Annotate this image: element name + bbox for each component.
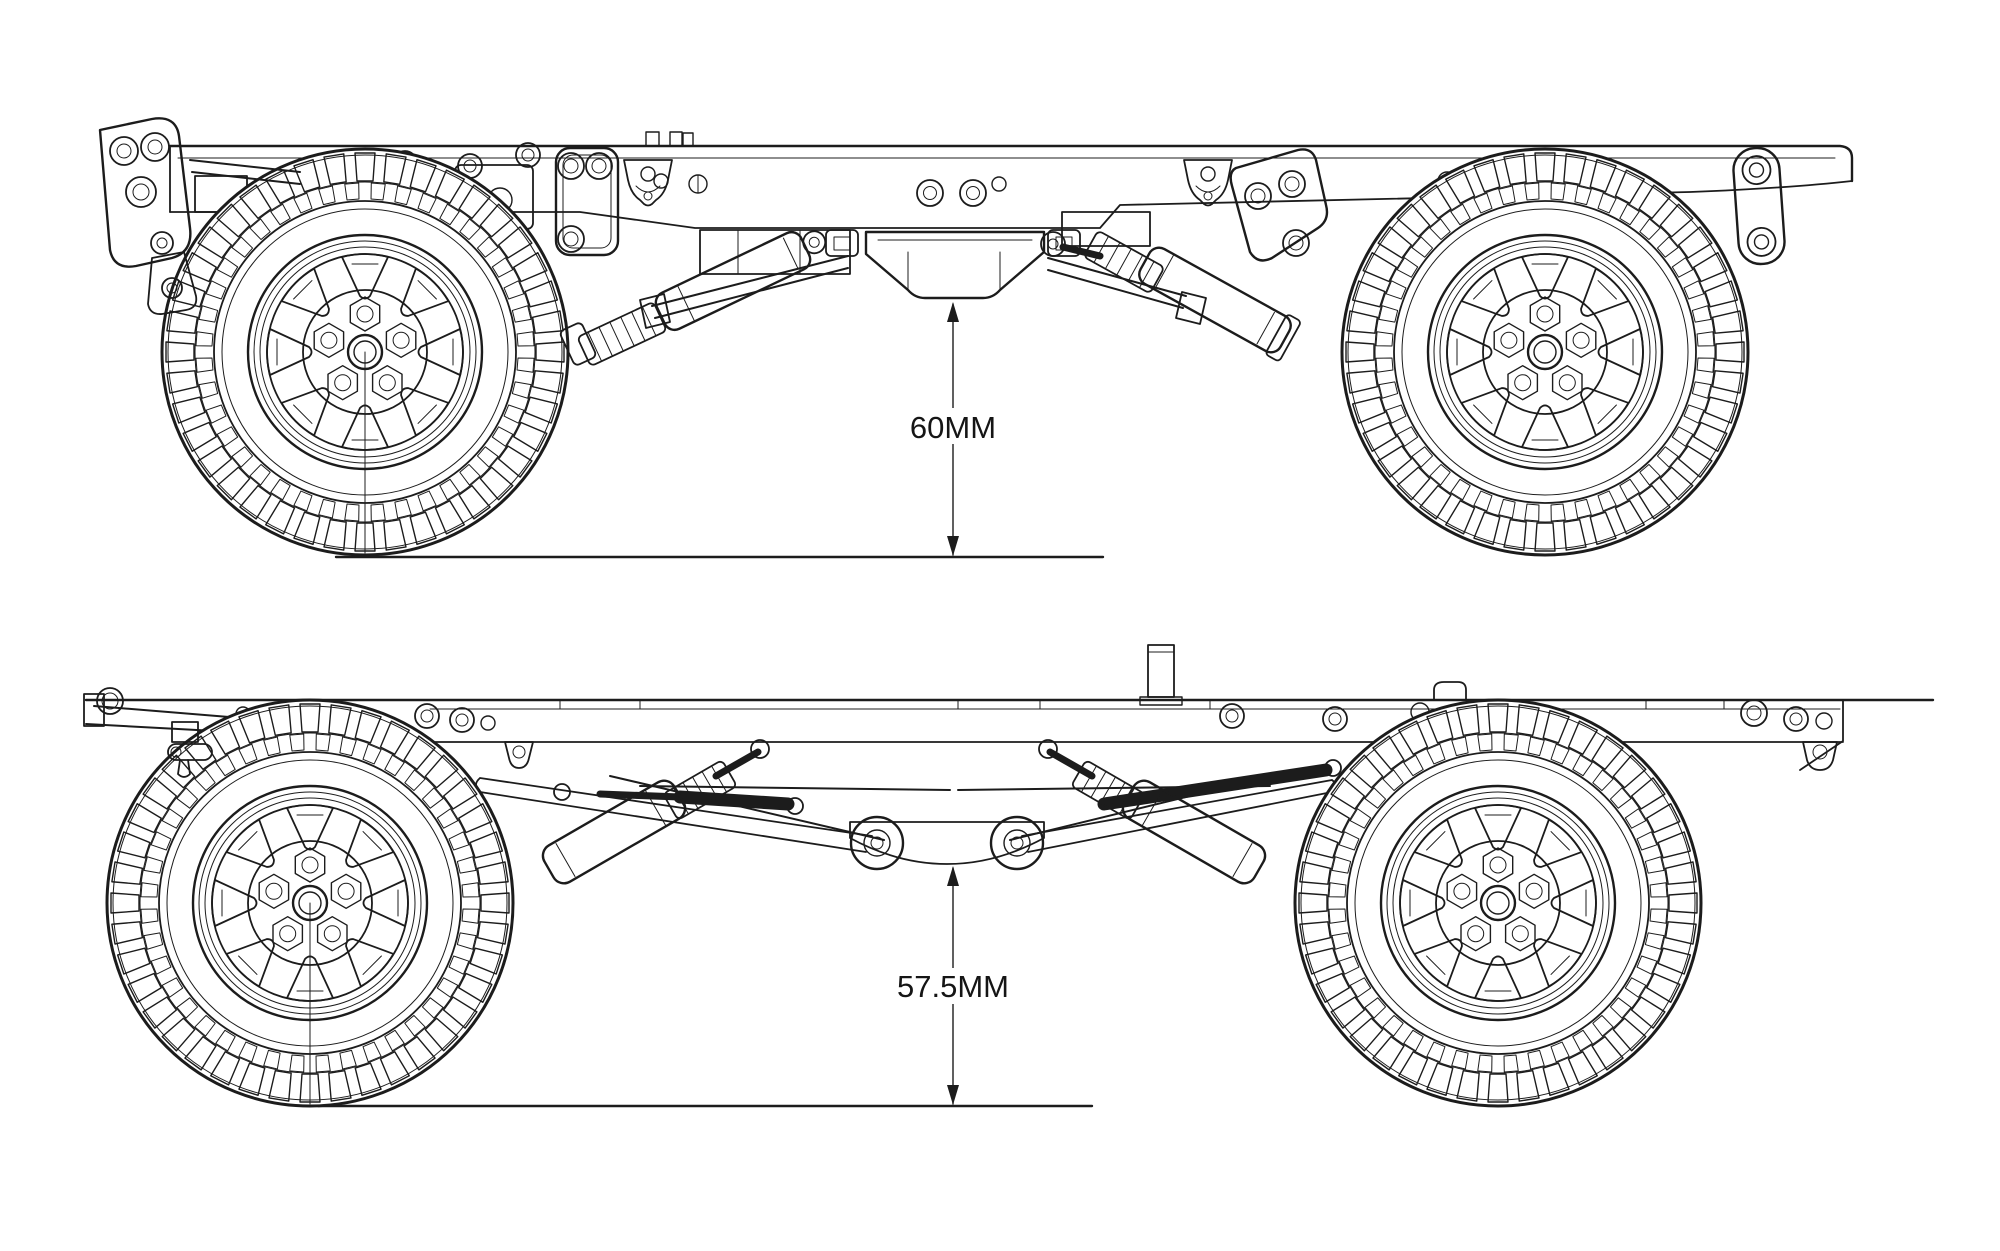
- rear-spring-hanger: [1183, 159, 1233, 207]
- lower-link-bridge: [849, 815, 1045, 871]
- chassis-frame-rail: [168, 131, 1854, 275]
- view-lowered-chassis: 57.5MM: [83, 644, 1935, 1106]
- front-driveshaft: [639, 255, 849, 329]
- rear-link-hanger: [1732, 146, 1786, 266]
- front-shock-absorber: [559, 230, 827, 366]
- rear-shock-tower: [1229, 148, 1329, 262]
- dimension-label-lowered: 57.5MM: [897, 969, 1009, 1004]
- front-shock-lowered: [541, 739, 770, 885]
- front-shackle-hanger: [167, 721, 213, 778]
- chassis-frame-rail-lowered: [83, 644, 1935, 771]
- rear-shock-absorber: [1040, 231, 1301, 362]
- fuel-filler-hook: [1433, 681, 1467, 701]
- rear-wheel-lowered: [1295, 700, 1701, 1106]
- body-mount-post: [1139, 644, 1183, 706]
- front-spring-hanger: [623, 159, 673, 207]
- rear-wheel: [1342, 149, 1748, 555]
- rear-shock-lowered: [1038, 739, 1267, 885]
- rear-driveshaft: [1047, 257, 1207, 325]
- front-shock-tower: [554, 146, 620, 257]
- transfer-case-skid-plate: [825, 229, 1081, 300]
- suspension-links: [475, 759, 1342, 853]
- view-raised-chassis: 60MM: [98, 117, 1854, 559]
- frame-bolts-lowered: [235, 699, 1833, 733]
- front-axle-link-bracket: [98, 117, 301, 315]
- dimension-label-raised: 60MM: [910, 410, 996, 445]
- frame-bolts: [392, 142, 1491, 207]
- dimension-annotation-lowered: 57.5MM: [897, 866, 1009, 1105]
- dimension-annotation-raised: 60MM: [910, 302, 996, 556]
